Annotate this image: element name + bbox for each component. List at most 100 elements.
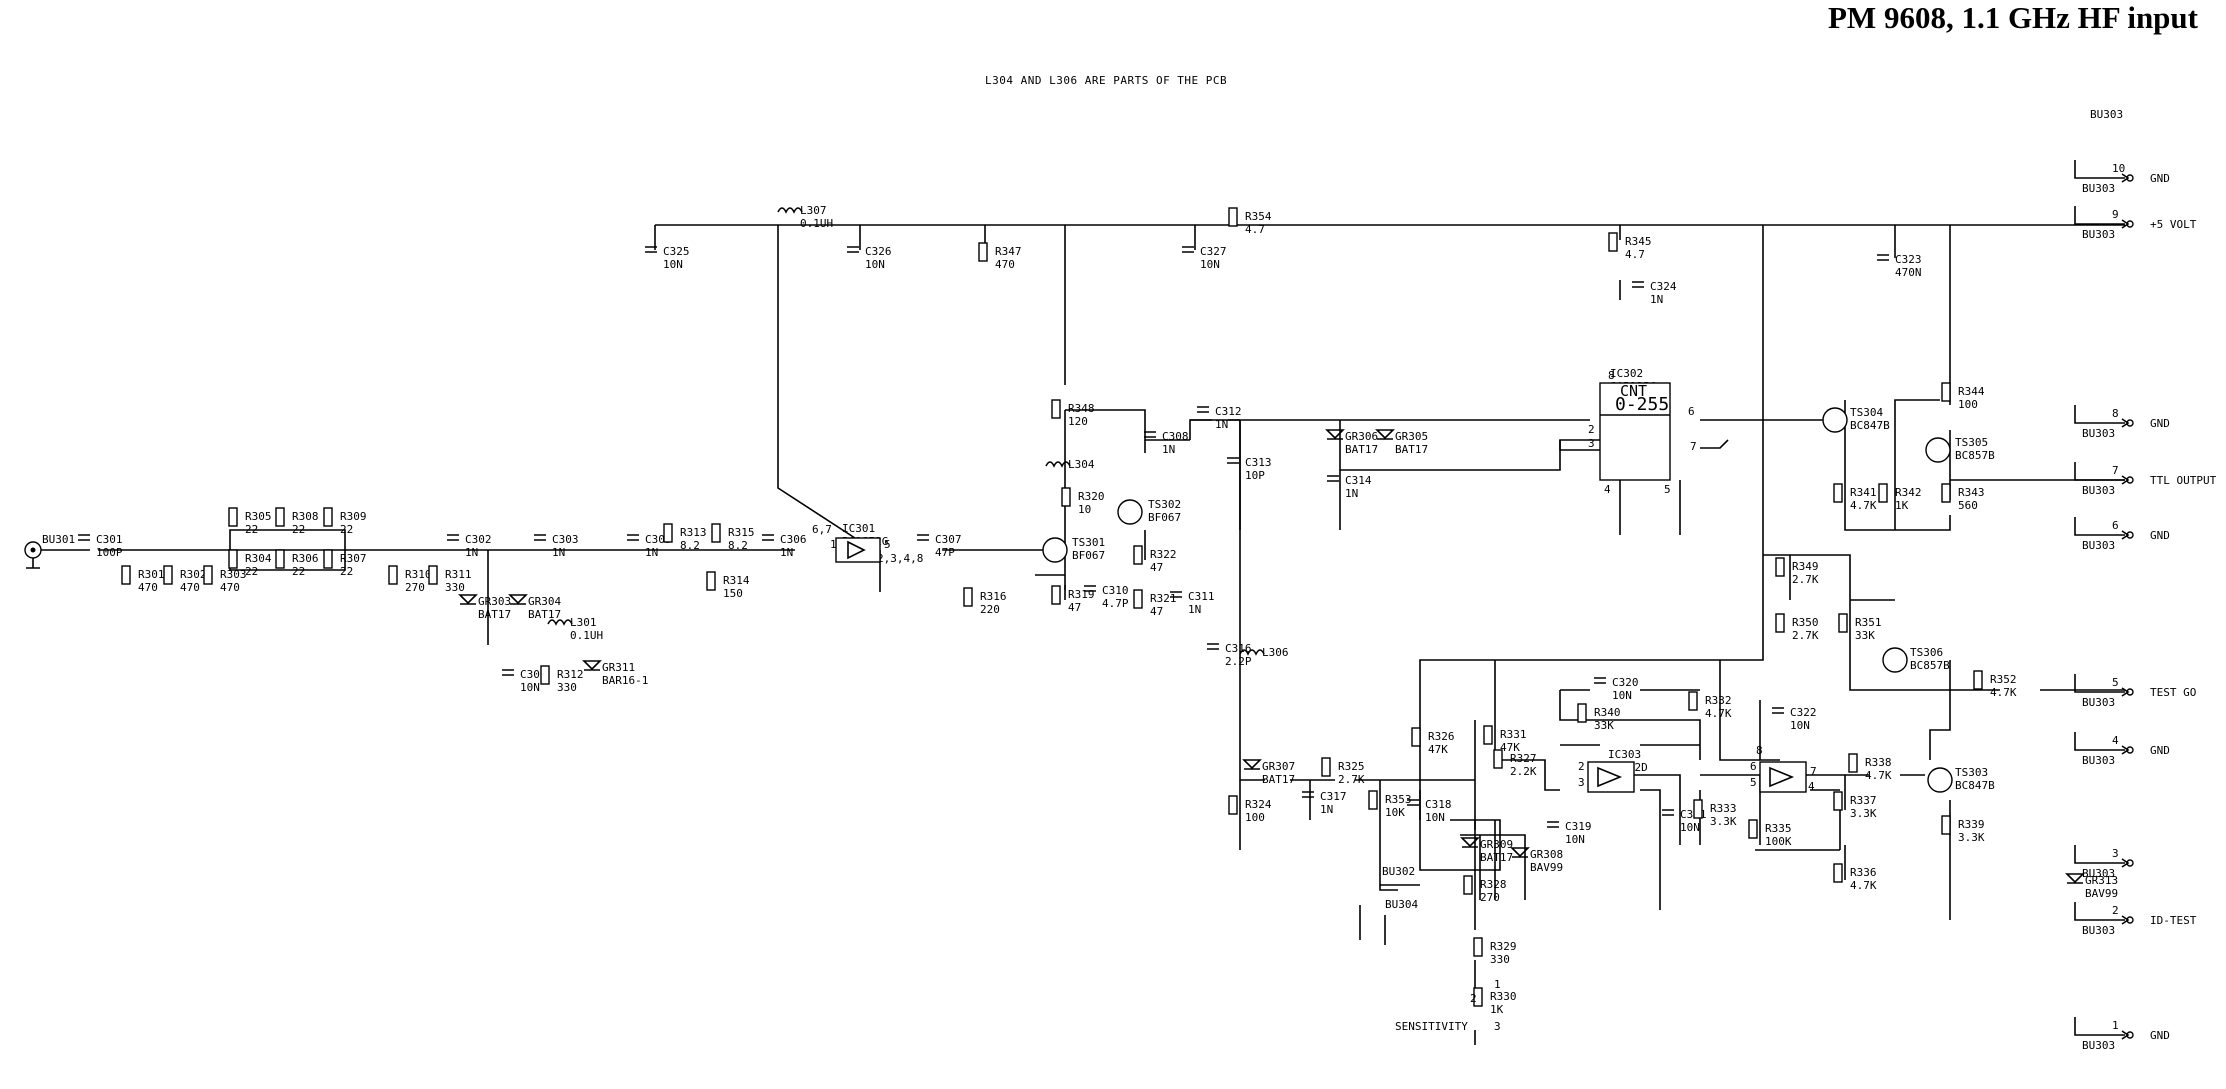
resistor-body [663,523,673,543]
component-ref: R341 [1850,486,1877,499]
component-value: 2.7K [1792,629,1819,642]
component-ref: R347 [995,245,1022,258]
component-ref: C326 [865,245,892,258]
component-ref: R330 [1490,990,1517,1003]
resistor-body [978,242,988,262]
component-value: 4.7K [1705,707,1732,720]
component-ref: IC303 [1608,748,1641,761]
component-ref: R321 [1150,592,1177,605]
component-ref: R309 [340,510,367,523]
component-l306: L306 [1239,646,1289,659]
pin-number: 4 [2112,734,2119,747]
pin-signal-label: +5 VOLT [2150,218,2197,231]
component-value: 100 [1958,398,1978,411]
component-value: 1N [645,546,658,559]
component-ref: C310 [1102,584,1129,597]
resistor-body [1051,585,1061,605]
label-ic301-pins-gnd: 2,3,4,8 [877,552,923,565]
label-r330-pin2: 2 [1470,992,1477,1005]
pin-number: 5 [2112,676,2119,689]
component-value: 47 [1068,601,1081,614]
component-value: BC857B [1910,659,1950,672]
pin-connector-label: BU303 [2082,484,2115,497]
resistor-body [163,565,173,585]
component-value: 1K [1895,499,1909,512]
component-ref: IC302 [1610,367,1643,380]
resistor-body [1493,749,1503,769]
resistor-body [228,549,238,569]
component-value: 1N [465,546,478,559]
label-ic302-pin8: 8 [1608,369,1615,382]
component-value: 330 [1490,953,1510,966]
component-ref: C327 [1200,245,1227,258]
capacitor-plates [1877,254,1889,261]
ts302-symbol [1117,499,1143,525]
resistor-body [1973,670,1983,690]
component-ref: C311 [1188,590,1215,603]
resistor-body [275,549,285,569]
pin-connector-label: BU303 [2082,867,2115,880]
component-value: 0.1UH [800,217,833,230]
resistor-body [1473,937,1483,957]
ic303b-symbol [1759,761,1807,793]
component-ref: R333 [1710,802,1737,815]
component-value: 1N [1320,803,1333,816]
label-ic301-pins-in: 6,7 [812,523,832,536]
capacitor-plates [1594,677,1606,684]
component-ref: C322 [1790,706,1817,719]
component-ref: R327 [1510,752,1537,765]
capacitor-plates [1144,431,1156,438]
resistor-body [1228,795,1238,815]
component-value: 10N [1790,719,1810,732]
component-ref: TS304 [1850,406,1883,419]
component-value: 3.3K [1710,815,1737,828]
component-value: 2.2K [1510,765,1537,778]
component-value: 8.2 [728,539,748,552]
label-r330-pin1: 1 [1494,978,1501,991]
component-value: 10N [1565,833,1585,846]
pin-connector-label: BU303 [2082,539,2115,552]
component-value: 4.7P [1102,597,1129,610]
component-ref: TS301 [1072,536,1105,549]
resistor-body [1848,753,1858,773]
component-ref: C313 [1245,456,1272,469]
component-ref: GR307 [1262,760,1295,773]
component-ref: R301 [138,568,165,581]
component-ref: R343 [1958,486,1985,499]
component-ref: TS305 [1955,436,1988,449]
component-ref: R312 [557,668,584,681]
resistor-body [323,549,333,569]
component-ref: R306 [292,552,319,565]
ts303-symbol [1927,767,1953,793]
resistor-body [1483,725,1493,745]
pin-number: 10 [2112,162,2125,175]
ts301-symbol [1042,537,1068,563]
diode-symbol [1510,847,1530,858]
resistor-body [1878,483,1888,503]
